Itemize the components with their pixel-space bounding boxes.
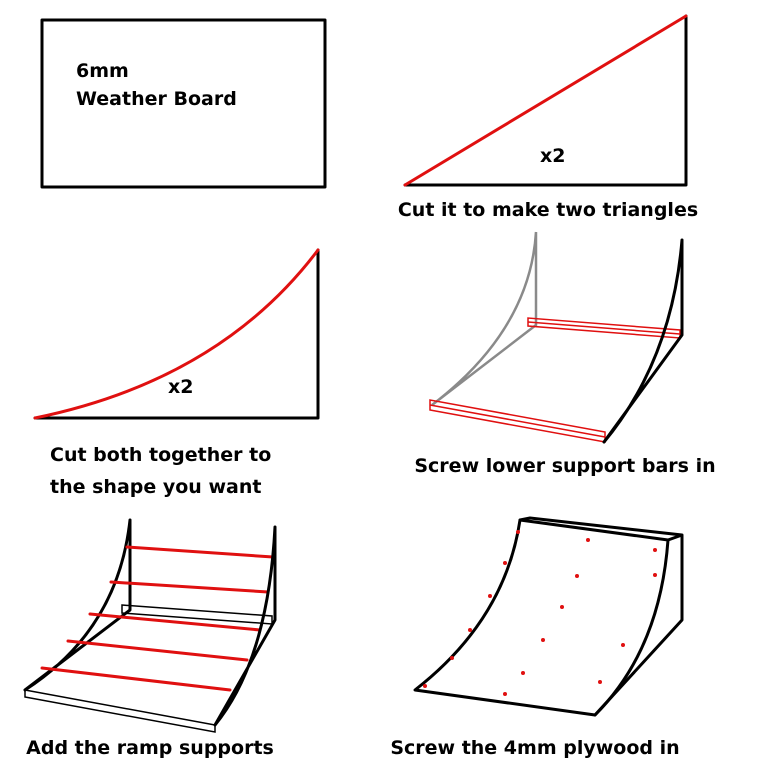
ramp-support-bar: [40, 666, 232, 692]
step-caption-line-1: Cut both together to: [50, 444, 271, 466]
step-2-triangles: x2 Cut it to make two triangles: [398, 14, 698, 221]
screw-dot: [468, 628, 472, 632]
step-caption: Screw the 4mm plywood in: [390, 737, 679, 759]
ramp-support-bar: [88, 612, 262, 632]
screw-dot: [541, 638, 545, 642]
front-base-bar: [24, 689, 216, 733]
screw-dot: [653, 548, 657, 552]
step-3-curve-cut: x2 Cut both together to the shape you wa…: [33, 248, 320, 498]
board-rectangle: [40, 18, 327, 189]
curve-cut-line: [33, 248, 320, 420]
ramp-support-bar: [125, 545, 275, 559]
step-1-weather-board: 6mm Weather Board: [40, 18, 327, 189]
board-material: Weather Board: [76, 88, 237, 110]
bar-edge: [527, 321, 681, 335]
screw-dot: [450, 656, 454, 660]
front-profile: [602, 238, 684, 444]
triangle-edges: [403, 14, 688, 187]
screw-dot: [521, 671, 525, 675]
screw-dot: [621, 643, 625, 647]
plywood-surface: [413, 518, 670, 717]
back-profile: [23, 518, 132, 692]
screw-dot: [653, 573, 657, 577]
board-thickness: 6mm: [76, 60, 129, 82]
step-caption: Screw lower support bars in: [414, 455, 715, 477]
profile-edges: [33, 248, 320, 420]
screw-dot: [503, 561, 507, 565]
ramp-support-bar: [66, 639, 249, 662]
ramp-side: [518, 516, 684, 717]
step-caption: Add the ramp supports: [26, 737, 274, 759]
back-base-bar: [121, 604, 273, 625]
screw-dot: [423, 684, 427, 688]
screw-dot: [488, 594, 492, 598]
screw-dot: [560, 605, 564, 609]
back-profile: [431, 231, 538, 406]
screw-dot: [575, 574, 579, 578]
screw-dot: [503, 692, 507, 696]
step-5-ramp-supports: Add the ramp supports: [23, 518, 277, 759]
step-4-lower-bars: Screw lower support bars in: [414, 231, 716, 477]
screw-dot: [598, 680, 602, 684]
screw-dot: [516, 530, 520, 534]
bar-edge: [429, 404, 606, 438]
screw-dots: [423, 530, 657, 696]
step-caption: Cut it to make two triangles: [398, 199, 698, 221]
front-profile: [213, 525, 277, 727]
ramp-support-bar: [109, 580, 270, 594]
cut-line: [403, 14, 688, 187]
step-caption-line-2: the shape you want: [50, 476, 261, 498]
quantity-label: x2: [168, 376, 193, 398]
screw-dot: [586, 538, 590, 542]
quantity-label: x2: [540, 145, 565, 167]
step-6-plywood: Screw the 4mm plywood in: [390, 516, 684, 759]
